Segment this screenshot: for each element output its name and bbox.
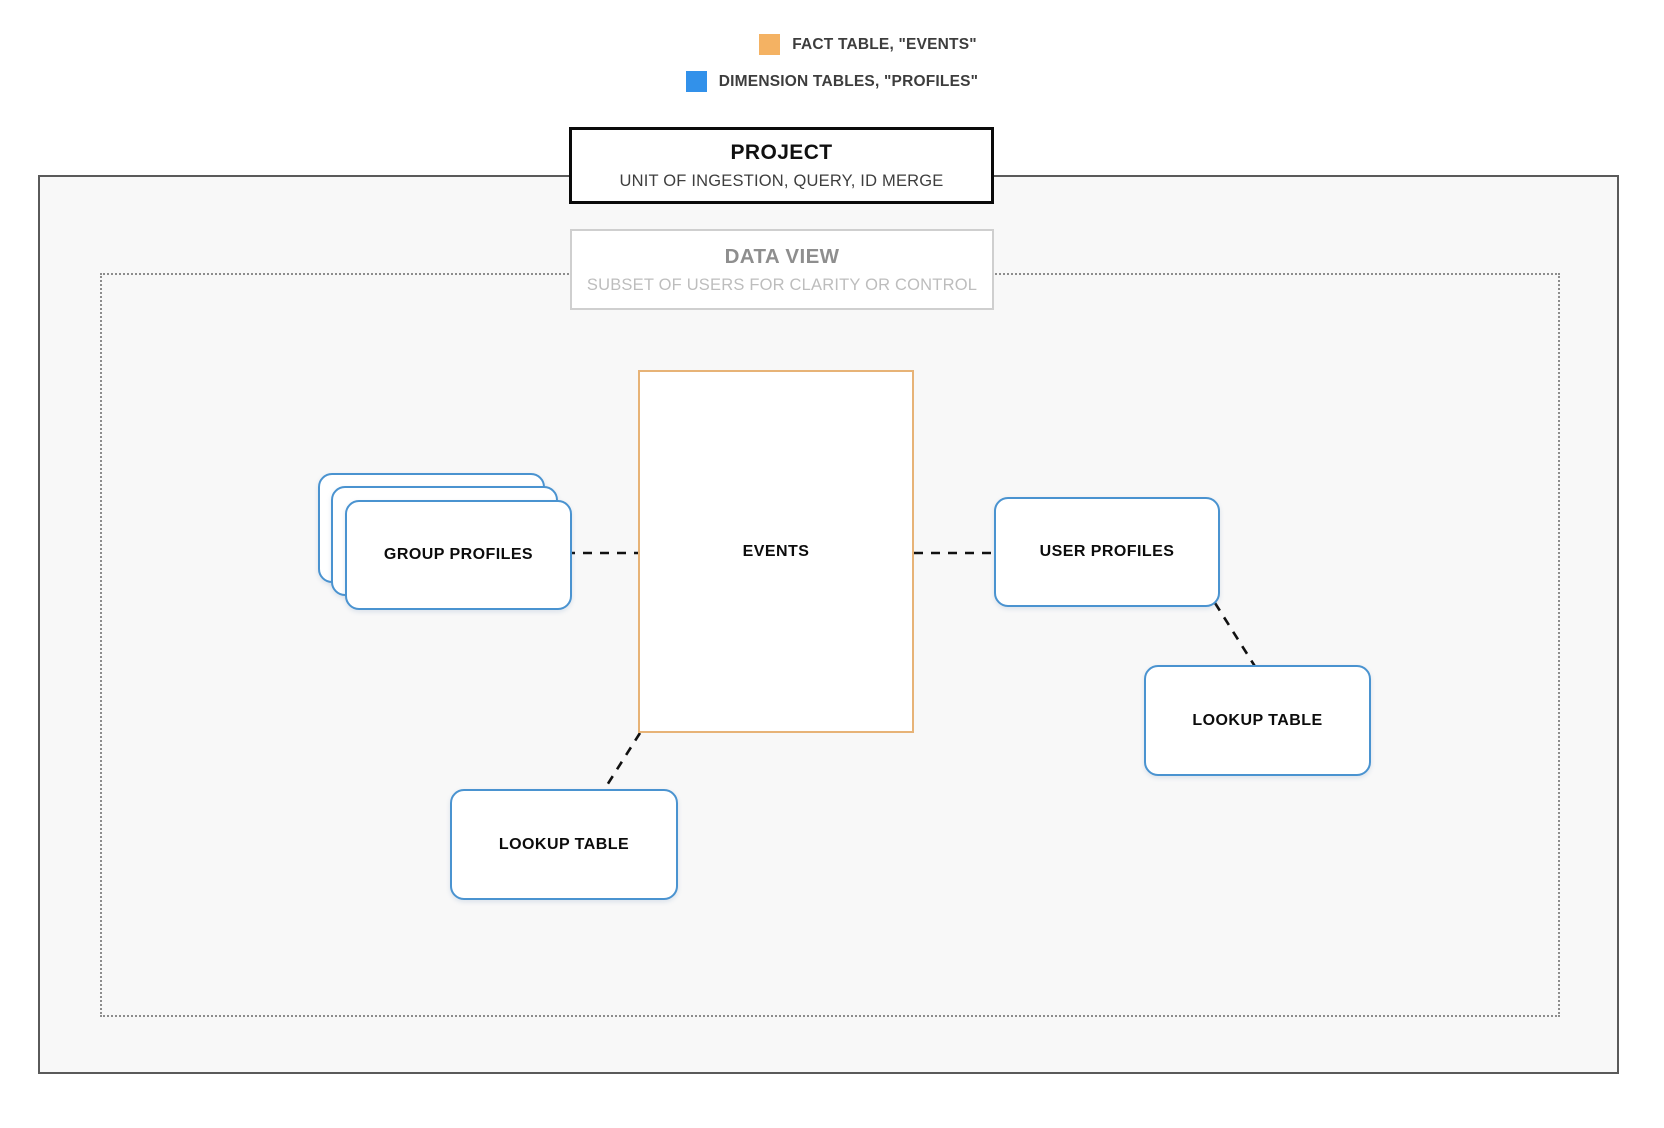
data-view-title: DATA VIEW [724,244,840,268]
node-user-profiles[interactable]: USER PROFILES [994,497,1220,607]
node-group-profiles-label: GROUP PROFILES [383,546,534,563]
legend-item-dimension-tables: DIMENSION TABLES, "PROFILES" [0,63,1664,100]
legend-swatch-fact-icon [759,34,781,55]
data-view-header-box[interactable]: DATA VIEW SUBSET OF USERS FOR CLARITY OR… [570,229,994,310]
node-lookup-table-left-label: LOOKUP TABLE [498,835,630,853]
node-user-profiles-label: USER PROFILES [1039,543,1175,560]
legend: FACT TABLE, "EVENTS" DIMENSION TABLES, "… [0,26,1664,100]
node-events-fact-table[interactable]: EVENTS [638,370,914,733]
data-view-subtitle: SUBSET OF USERS FOR CLARITY OR CONTROL [586,275,978,294]
node-group-profiles-stack[interactable]: GROUP PROFILES [318,473,573,611]
node-lookup-table-right-label: LOOKUP TABLE [1192,711,1323,729]
project-header-box[interactable]: PROJECT UNIT OF INGESTION, QUERY, ID MER… [569,127,994,204]
node-events-label: EVENTS [742,542,810,560]
node-lookup-table-left[interactable]: LOOKUP TABLE [450,789,678,900]
legend-label-dimension: DIMENSION TABLES, "PROFILES" [718,72,979,90]
node-lookup-table-right[interactable]: LOOKUP TABLE [1144,665,1371,776]
project-subtitle: UNIT OF INGESTION, QUERY, ID MERGE [619,171,944,190]
legend-label-fact: FACT TABLE, "EVENTS" [792,35,977,53]
legend-swatch-dimension-icon [685,71,707,92]
node-group-profiles[interactable]: GROUP PROFILES [345,500,572,610]
project-title: PROJECT [730,140,833,164]
legend-item-fact-table: FACT TABLE, "EVENTS" [0,26,1664,63]
